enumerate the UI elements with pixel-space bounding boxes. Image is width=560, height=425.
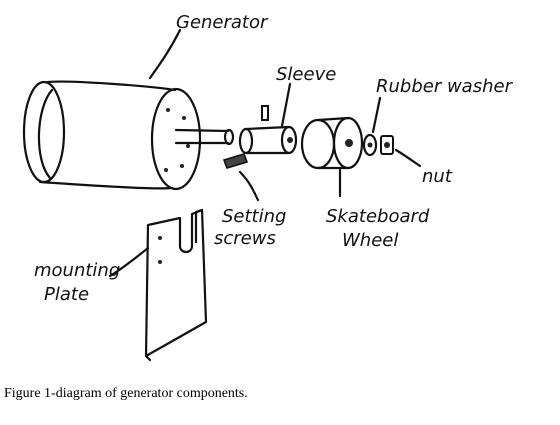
sleeve-leader-line [280,82,292,128]
set-screw-lower [222,153,249,169]
generator-leader-line [148,28,182,80]
generator-shaft [174,128,235,146]
sleeve-label: Sleeve [276,64,336,85]
nut-label: nut [422,166,453,187]
setting-screws-label-line1: Setting [222,206,286,227]
set-screw-top [261,105,269,121]
mounting-plate [144,208,208,362]
skateboard-wheel [300,116,364,170]
mounting-plate-label-line1: mounting [34,260,120,281]
skateboard-wheel-label-line2: Wheel [342,230,398,251]
skateboard-wheel-label-line1: Skateboard [326,206,430,227]
rubber-washer-leader-line [371,96,382,134]
mounting-plate-leader-line [108,246,150,278]
rubber-washer [362,133,378,157]
rubber-washer-label: Rubber washer [376,76,514,97]
setting-screws-label-line2: screws [214,228,276,249]
figure-caption: Figure 1-diagram of generator components… [4,386,248,401]
mounting-plate-label-line2: Plate [44,284,89,305]
nut-leader-line [394,148,422,168]
generator-label: Generator [176,12,269,33]
setting-screws-leader-line [238,170,260,202]
generator-body [22,80,202,191]
nut [380,135,394,155]
sleeve [238,125,298,155]
